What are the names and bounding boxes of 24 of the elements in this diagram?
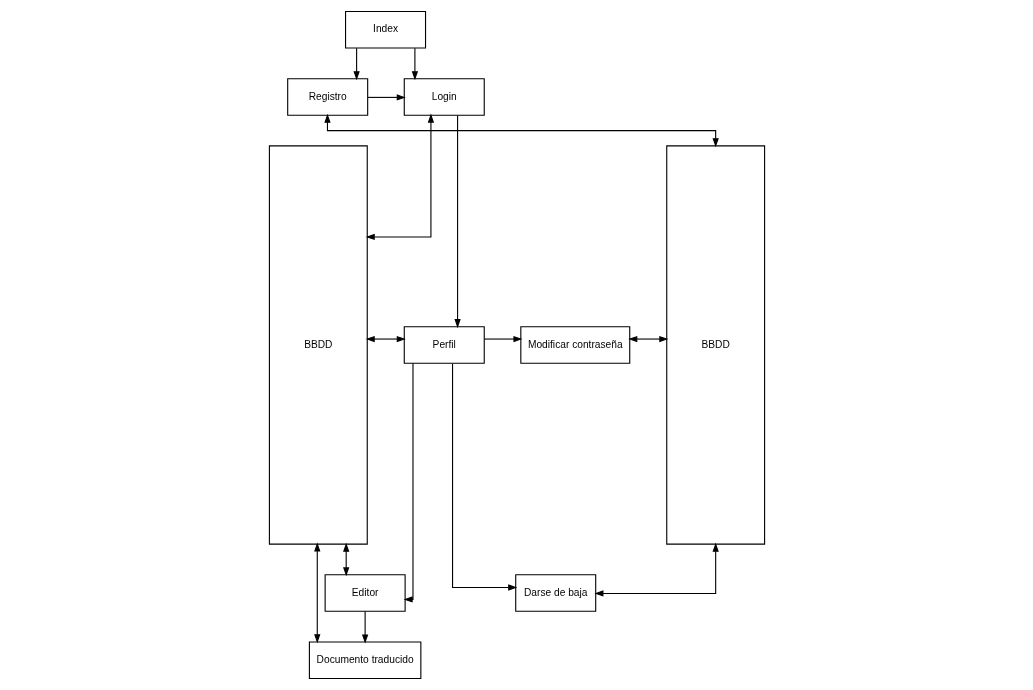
arrow xyxy=(323,113,719,148)
arrow xyxy=(453,115,461,329)
arrow xyxy=(451,363,517,591)
node-box: Darse de baja xyxy=(514,574,596,612)
arrow xyxy=(593,542,719,597)
node-box: Modificar contraseña xyxy=(519,326,630,364)
arrow xyxy=(365,113,434,241)
arrow xyxy=(366,94,406,101)
arrow xyxy=(483,335,522,343)
node-box: Documento traducido xyxy=(308,641,421,680)
arrow xyxy=(403,362,414,603)
node-box: BBDD xyxy=(268,145,368,545)
arrow xyxy=(365,335,406,343)
node-box: Editor xyxy=(324,574,406,612)
arrow xyxy=(352,47,360,81)
node-box: Registro xyxy=(286,78,368,116)
node-box: Perfil xyxy=(403,326,485,364)
arrow xyxy=(361,610,368,644)
arrow xyxy=(627,335,668,343)
node-box: BBDD xyxy=(665,145,765,545)
arrow xyxy=(411,47,418,81)
arrow xyxy=(313,542,320,644)
node-box: Index xyxy=(344,10,426,49)
node-box: Login xyxy=(403,78,485,116)
